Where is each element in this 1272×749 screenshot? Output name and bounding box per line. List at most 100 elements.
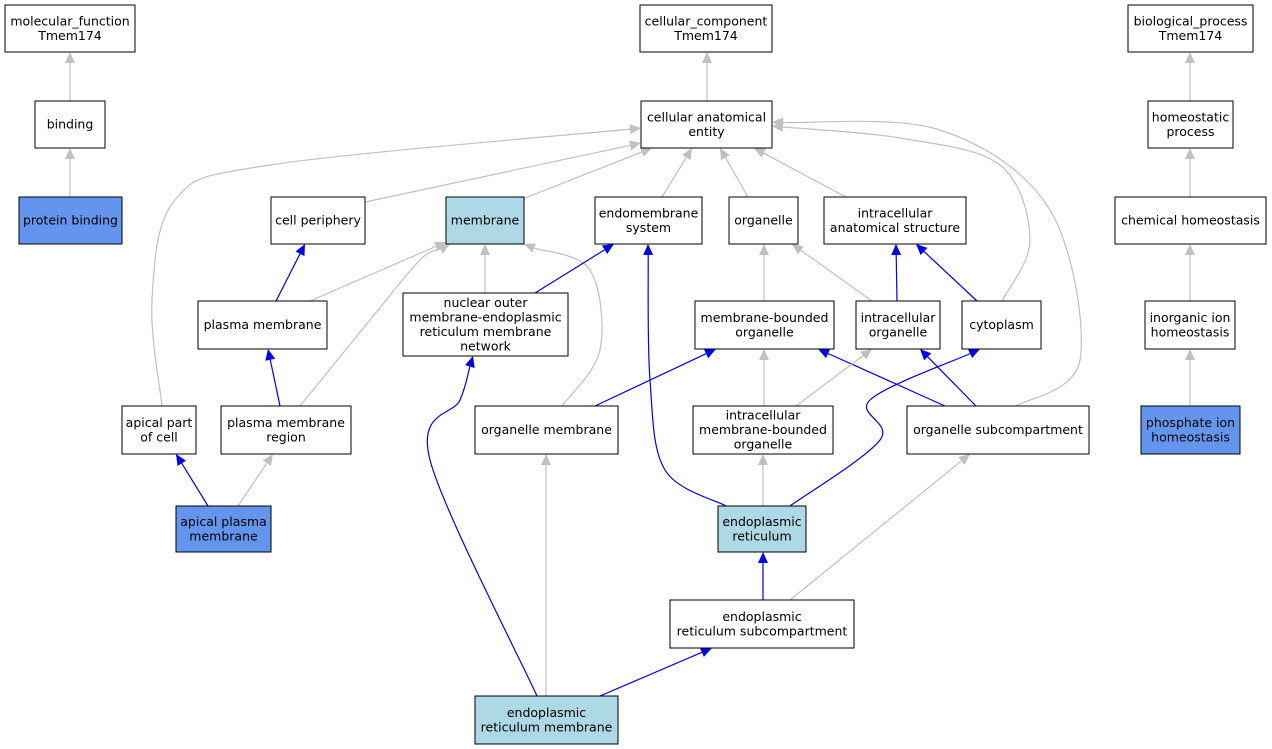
node-label: cellular_component bbox=[645, 13, 768, 28]
node-binding[interactable]: binding bbox=[34, 100, 106, 149]
edge-protein_binding-to-binding bbox=[65, 148, 75, 197]
node-box[interactable] bbox=[175, 505, 272, 553]
node-box[interactable] bbox=[34, 100, 106, 149]
node-box[interactable] bbox=[823, 196, 967, 245]
node-label: organelle subcompartment bbox=[913, 422, 1083, 437]
node-box[interactable] bbox=[1140, 405, 1241, 455]
node-box[interactable] bbox=[906, 405, 1090, 455]
node-box[interactable] bbox=[474, 405, 619, 455]
node-protein-binding[interactable]: protein binding bbox=[18, 196, 123, 245]
edge-pm_region-to-plasma_membrane bbox=[265, 349, 281, 407]
node-box[interactable] bbox=[594, 196, 703, 245]
node-box[interactable] bbox=[717, 505, 807, 553]
edge-organelle_membrane-to-membrane bbox=[524, 243, 603, 407]
node-chemical-homeostasis[interactable]: chemical homeostasis bbox=[1114, 196, 1267, 245]
edge-line bbox=[782, 126, 1031, 302]
node-label: membrane bbox=[189, 528, 258, 543]
edge-arrowhead bbox=[920, 349, 932, 361]
node-box[interactable] bbox=[197, 300, 328, 350]
node-organelle-membrane[interactable]: organelle membrane bbox=[474, 405, 619, 455]
edge-cell_periphery-to-cae bbox=[364, 140, 641, 203]
node-box[interactable] bbox=[728, 196, 799, 245]
edge-plasma_membrane-to-membrane bbox=[309, 241, 446, 302]
node-box[interactable] bbox=[445, 196, 525, 245]
node-box[interactable] bbox=[18, 196, 123, 245]
node-box[interactable] bbox=[640, 100, 773, 149]
edge-arrowhead bbox=[262, 454, 273, 466]
edge-arrowhead bbox=[958, 454, 970, 465]
edge-arrowhead bbox=[1185, 52, 1195, 63]
node-box[interactable] bbox=[961, 300, 1042, 350]
node-plasma-membrane[interactable]: plasma membrane bbox=[197, 300, 328, 350]
node-box[interactable] bbox=[220, 405, 352, 455]
node-box[interactable] bbox=[402, 292, 569, 357]
node-cell-periphery[interactable]: cell periphery bbox=[270, 196, 366, 245]
edge-arrowhead bbox=[772, 117, 784, 128]
node-label: endoplasmic bbox=[507, 705, 586, 720]
node-box[interactable] bbox=[1147, 100, 1234, 149]
node-box[interactable] bbox=[692, 405, 834, 455]
node-label: endoplasmic bbox=[722, 514, 801, 529]
edge-imbo-to-intracellular_organelle bbox=[795, 349, 872, 407]
node-box[interactable] bbox=[639, 4, 773, 53]
node-box[interactable] bbox=[474, 695, 619, 745]
edge-arrowhead bbox=[265, 349, 276, 361]
edge-line bbox=[534, 249, 605, 294]
node-label: homeostasis bbox=[1151, 324, 1230, 339]
node-label: phosphate ion bbox=[1146, 415, 1235, 430]
node-cytoplasm[interactable]: cytoplasm bbox=[961, 300, 1042, 350]
node-membrane[interactable]: membrane bbox=[445, 196, 525, 245]
node-label: Tmem174 bbox=[1158, 28, 1223, 43]
node-box[interactable] bbox=[1114, 196, 1267, 245]
node-label: cytoplasm bbox=[969, 317, 1034, 332]
node-box[interactable] bbox=[694, 300, 835, 350]
edge-arrowhead bbox=[65, 52, 75, 63]
node-box[interactable] bbox=[4, 4, 136, 53]
node-box[interactable] bbox=[1127, 4, 1254, 53]
edge-arrowhead bbox=[524, 243, 537, 253]
node-box[interactable] bbox=[121, 405, 197, 455]
node-label: entity bbox=[688, 124, 725, 139]
node-label: reticulum subcompartment bbox=[677, 623, 848, 638]
edge-line bbox=[661, 157, 687, 198]
edge-arrowhead bbox=[295, 244, 305, 257]
node-organelle[interactable]: organelle bbox=[728, 196, 799, 245]
node-label: organelle bbox=[734, 437, 793, 452]
edge-arrowhead bbox=[967, 349, 980, 359]
edge-nuclear_outer-to-endomembrane_system bbox=[534, 244, 614, 294]
node-box[interactable] bbox=[855, 300, 941, 350]
edge-homeostatic_process-to-bp_root bbox=[1185, 52, 1195, 101]
edge-line bbox=[923, 251, 978, 302]
node-nuclear-outer[interactable]: nuclear outermembrane-endoplasmicreticul… bbox=[402, 292, 569, 357]
edge-organelle_subcompartment-to-cae bbox=[772, 117, 1082, 407]
node-box[interactable] bbox=[1144, 300, 1236, 350]
node-box[interactable] bbox=[270, 196, 366, 245]
node-organelle-subcompartment[interactable]: organelle subcompartment bbox=[906, 405, 1090, 455]
edge-arrowhead bbox=[699, 647, 712, 657]
edge-arrowhead bbox=[754, 148, 767, 158]
node-label: region bbox=[266, 429, 306, 444]
node-label: homeostasis bbox=[1151, 429, 1230, 444]
edge-organelle-to-cae bbox=[720, 148, 749, 198]
edge-arrowhead bbox=[758, 454, 768, 465]
node-box[interactable] bbox=[669, 599, 855, 649]
edge-plasma_membrane-to-cell_periphery bbox=[275, 244, 305, 302]
